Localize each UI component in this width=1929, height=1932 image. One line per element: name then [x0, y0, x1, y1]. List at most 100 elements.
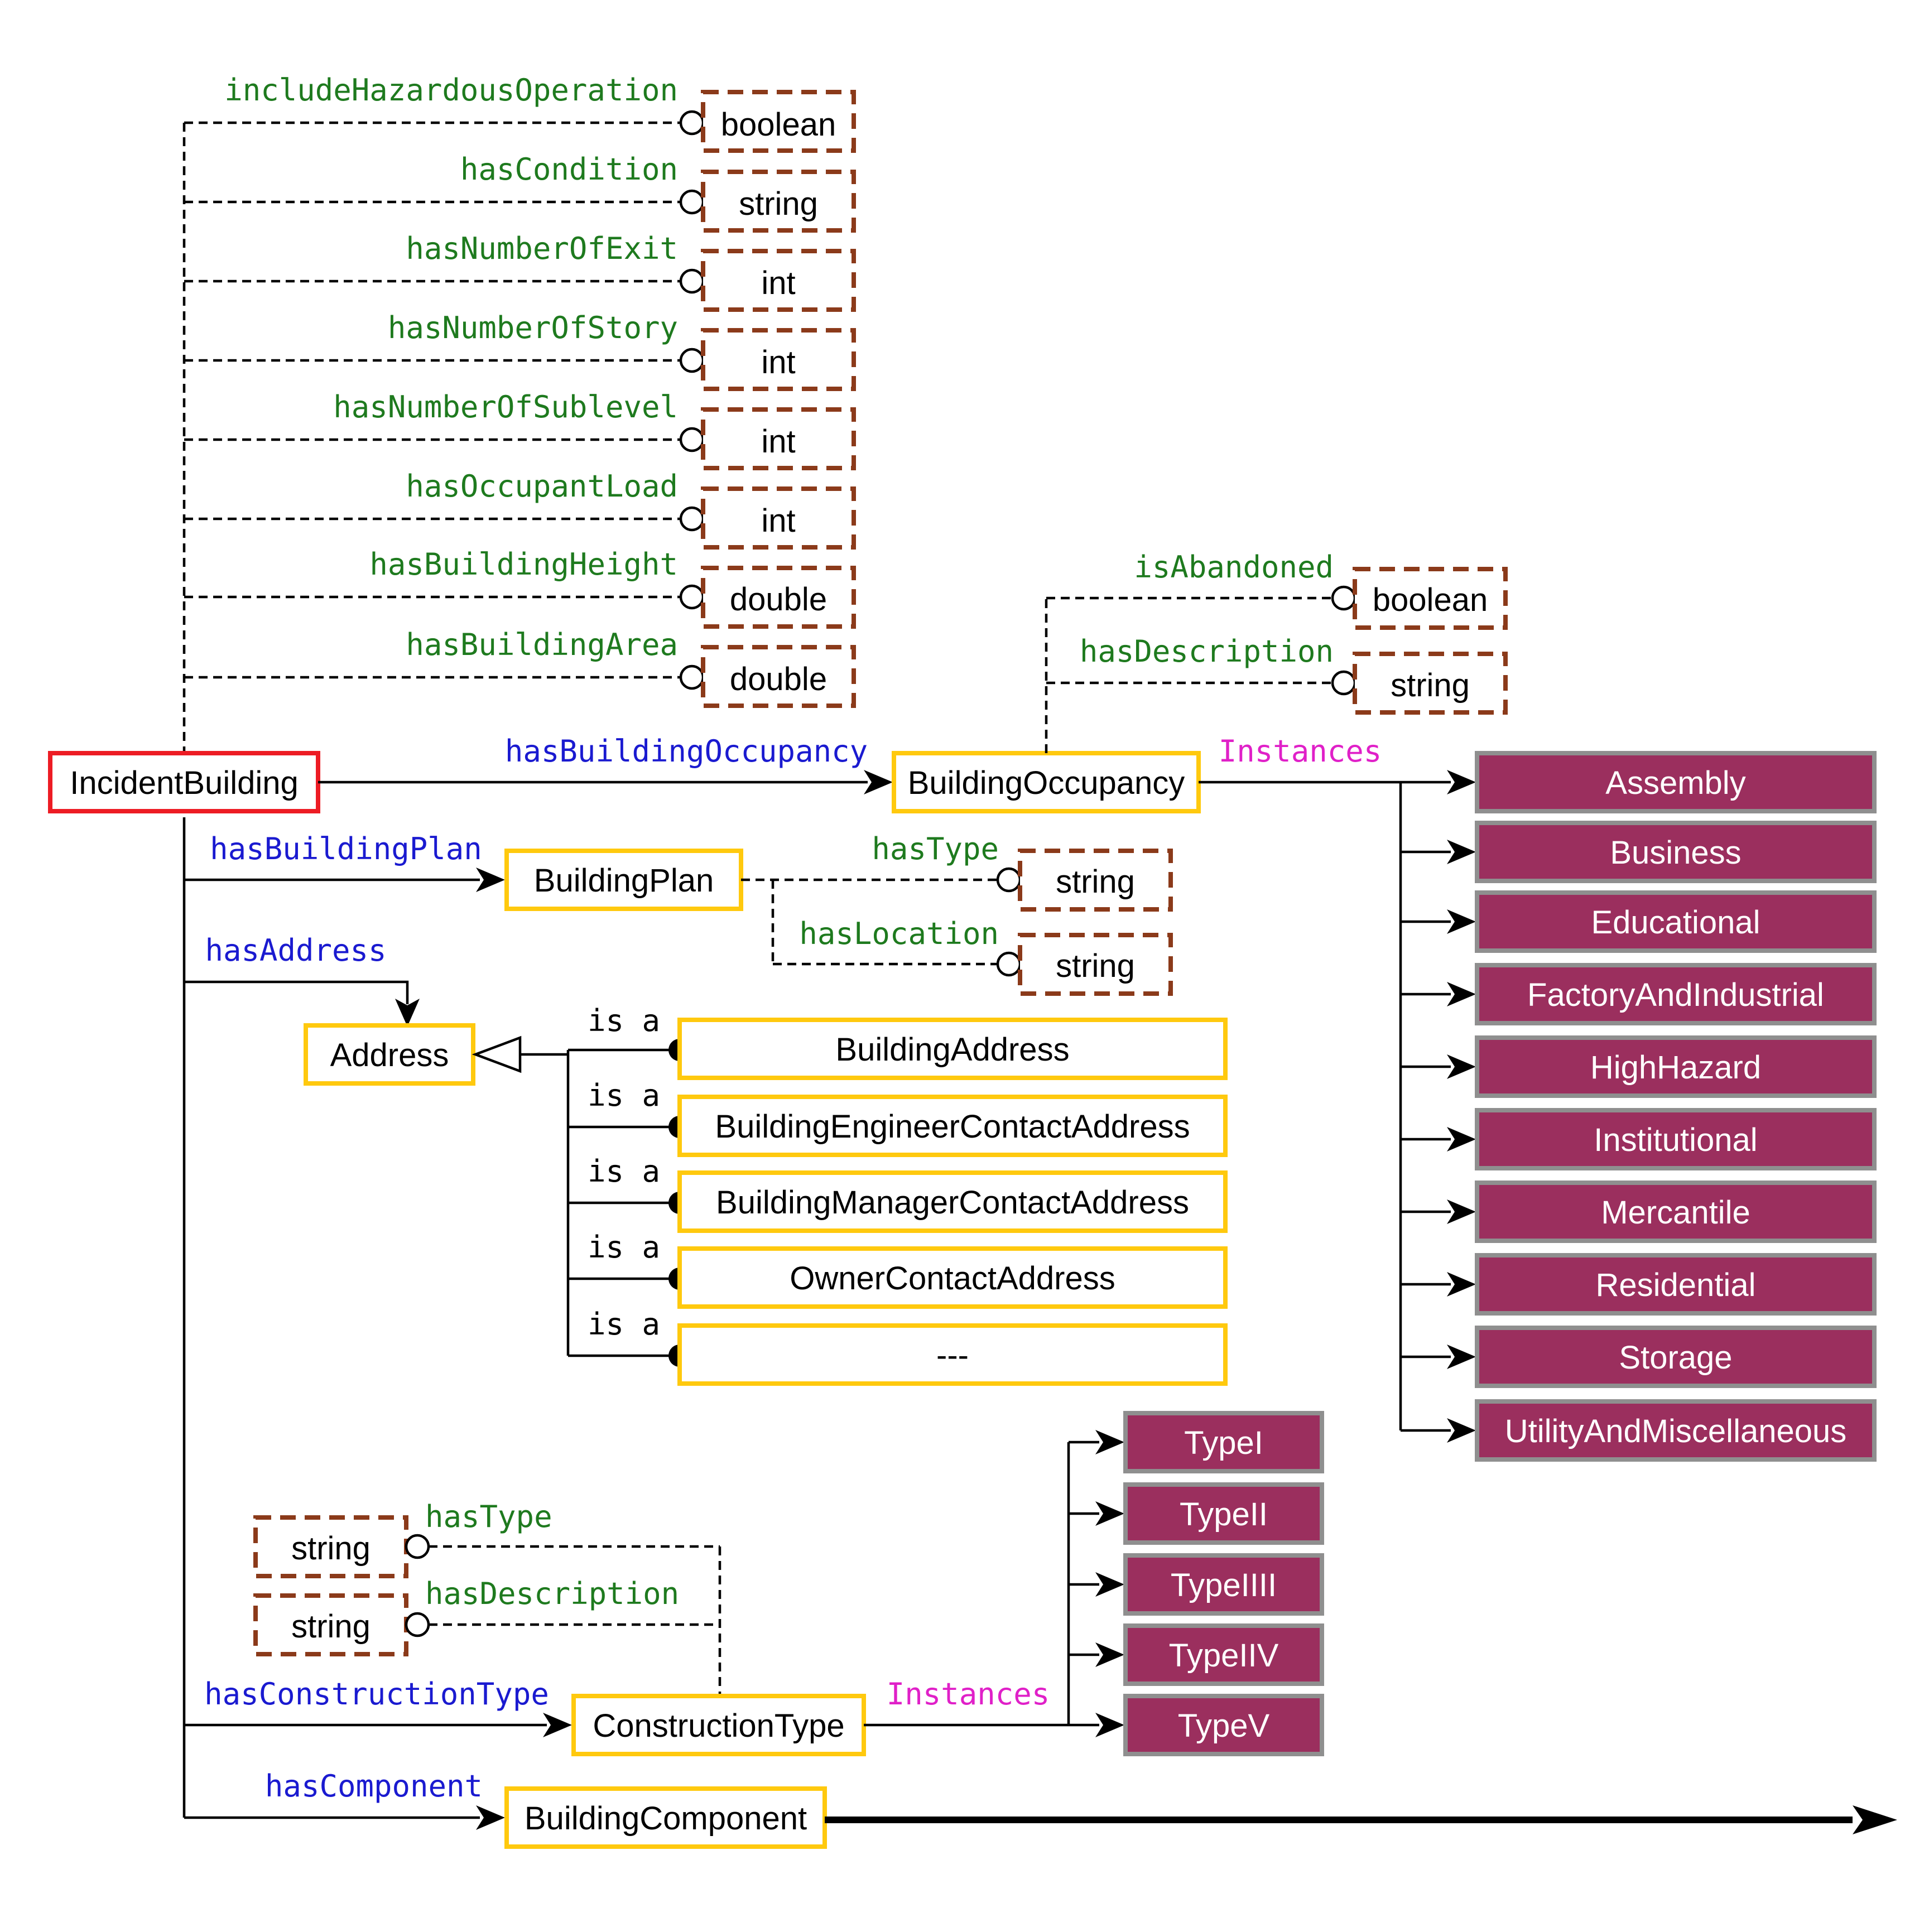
incident-building-node: IncidentBuilding: [48, 751, 320, 813]
is-a-label: is a: [588, 1154, 660, 1189]
datatype-label: string: [1056, 864, 1135, 900]
property-label: hasLocation: [799, 916, 999, 951]
datatype-label: double: [730, 661, 827, 697]
instance-label: UtilityAndMiscellaneous: [1505, 1413, 1846, 1449]
arrow-head: [476, 868, 505, 892]
is-a-label: is a: [588, 1307, 660, 1342]
subclass-label: BuildingEngineerContactAddress: [715, 1109, 1190, 1145]
subclass-row: is a BuildingAddress: [568, 1003, 1228, 1080]
instance-item: HighHazard: [1401, 1035, 1877, 1098]
instance-item: Mercantile: [1401, 1181, 1877, 1243]
instance-label: Residential: [1596, 1267, 1756, 1303]
is-a-label: is a: [588, 1230, 660, 1265]
property-label: hasType: [425, 1499, 552, 1534]
instance-label: Institutional: [1594, 1122, 1757, 1158]
arrow-head: [476, 1805, 505, 1830]
data-property-row: hasBuildingArea double: [184, 627, 856, 708]
continuation-arrow-head: [1853, 1805, 1897, 1834]
property-label: isAbandoned: [1134, 550, 1334, 585]
instance-label: TypeI: [1184, 1425, 1263, 1461]
object-property-label: hasComponent: [265, 1769, 483, 1804]
subclass-row: is a OwnerContactAddress: [568, 1230, 1228, 1309]
subclass-row: is a BuildingManagerContactAddress: [568, 1154, 1228, 1233]
property-label: hasBuildingArea: [406, 627, 678, 662]
datatype-label: int: [761, 344, 795, 380]
subclass-label: OwnerContactAddress: [790, 1260, 1115, 1297]
instance-item: Educational: [1401, 890, 1877, 953]
data-property-row: hasNumberOfSublevel int: [184, 389, 856, 470]
instance-label: TypeII: [1180, 1496, 1268, 1533]
data-property-row: includeHazardousOperation boolean: [184, 73, 856, 153]
construction-type-node: ConstructionType: [571, 1694, 866, 1756]
instance-label: Mercantile: [1601, 1194, 1750, 1231]
datatype-label: int: [761, 503, 795, 539]
instances-label: Instances: [1219, 734, 1382, 769]
instance-item: TypeII: [1069, 1482, 1324, 1545]
class-label: ConstructionType: [593, 1708, 844, 1744]
property-label: hasBuildingHeight: [369, 547, 678, 582]
object-property-label: hasBuildingOccupancy: [505, 734, 868, 769]
instance-item: FactoryAndIndustrial: [1401, 963, 1877, 1025]
data-property-row: hasCondition string: [184, 152, 856, 233]
building-plan-node: BuildingPlan: [504, 849, 743, 911]
instance-item: TypeV: [1069, 1694, 1324, 1756]
property-label: hasNumberOfExit: [406, 231, 678, 266]
datatype-label: string: [1056, 948, 1135, 984]
data-property-row: hasNumberOfStory int: [184, 310, 856, 391]
property-label: hasNumberOfStory: [388, 310, 678, 345]
property-label: hasType: [872, 831, 999, 866]
instance-label: Assembly: [1605, 765, 1745, 801]
datatype-label: string: [291, 1608, 371, 1645]
data-property-row: hasLocation string: [773, 916, 1173, 996]
instance-label: Business: [1610, 835, 1741, 871]
data-property-row: hasOccupantLoad int: [184, 469, 856, 550]
datatype-label: boolean: [1373, 582, 1488, 618]
instance-label: FactoryAndIndustrial: [1527, 977, 1824, 1013]
class-label: Address: [330, 1037, 449, 1073]
instance-item: Institutional: [1401, 1108, 1877, 1170]
property-label: hasDescription: [425, 1576, 679, 1611]
instance-label: Storage: [1619, 1340, 1732, 1376]
property-label: hasCondition: [460, 152, 678, 187]
property-label: hasNumberOfSublevel: [333, 389, 678, 425]
instance-label: Educational: [1591, 904, 1760, 941]
inheritance-triangle: [472, 1035, 522, 1073]
data-property-row: isAbandoned boolean: [1046, 550, 1508, 630]
data-property-row: hasNumberOfExit int: [184, 231, 856, 312]
building-occupancy-node: BuildingOccupancy: [892, 751, 1201, 813]
instance-item: UtilityAndMiscellaneous: [1401, 1399, 1877, 1462]
property-label: includeHazardousOperation: [224, 73, 678, 108]
instance-item: Storage: [1401, 1326, 1877, 1388]
property-label: hasDescription: [1080, 634, 1334, 669]
property-label: hasOccupantLoad: [406, 469, 678, 504]
subclass-row: is a BuildingEngineerContactAddress: [568, 1078, 1228, 1157]
address-node: Address: [304, 1023, 475, 1086]
subclass-row: is a ---: [568, 1307, 1228, 1386]
class-label: BuildingOccupancy: [908, 765, 1185, 801]
arrow-head: [543, 1713, 572, 1737]
instances-label: Instances: [887, 1676, 1050, 1712]
object-property-label: hasBuildingPlan: [210, 831, 482, 866]
instance-label: HighHazard: [1590, 1049, 1761, 1086]
datatype-label: int: [761, 423, 795, 460]
instance-item: Business: [1401, 821, 1877, 883]
data-property-row: hasDescription string: [253, 1576, 720, 1656]
is-a-label: is a: [588, 1003, 660, 1038]
data-property-row: hasBuildingHeight double: [184, 547, 856, 629]
datatype-label: boolean: [721, 107, 836, 143]
datatype-label: int: [761, 265, 795, 301]
class-label: IncidentBuilding: [70, 765, 299, 801]
instance-label: TypeV: [1178, 1708, 1270, 1744]
arrow-head: [395, 999, 420, 1027]
arrow-head: [864, 770, 893, 794]
instance-item: Assembly: [1401, 751, 1877, 813]
instance-label: TypeIIII: [1171, 1567, 1277, 1603]
datatype-label: double: [730, 581, 827, 618]
datatype-label: string: [1391, 667, 1470, 704]
subclass-label: BuildingManagerContactAddress: [716, 1184, 1189, 1221]
datatype-label: string: [739, 186, 818, 222]
object-property-label: hasAddress: [205, 933, 386, 968]
instance-item: TypeI: [1069, 1411, 1324, 1473]
is-a-label: is a: [588, 1078, 660, 1113]
